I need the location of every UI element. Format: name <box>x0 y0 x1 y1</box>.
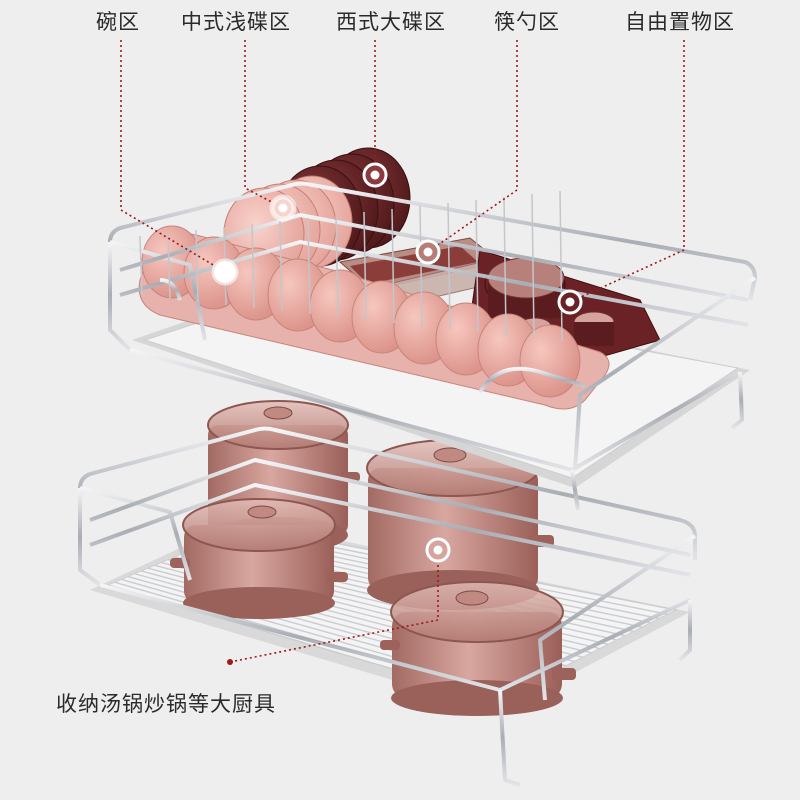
basket-wire <box>503 196 507 336</box>
leader-lines <box>120 40 685 663</box>
lower-basket-frame <box>78 426 697 787</box>
leader-line-chopstick <box>427 40 518 253</box>
basket-wire <box>335 214 339 318</box>
basket-wire <box>475 199 479 333</box>
marker-cookware <box>425 537 451 563</box>
label-chinese-plate-zone: 中式浅碟区 <box>181 10 291 34</box>
marker-western-plate <box>362 162 388 188</box>
basket-wire <box>391 208 395 324</box>
basket-wire <box>363 211 367 321</box>
bowl <box>519 324 581 398</box>
marker-free-storage <box>557 289 583 315</box>
basket-wire <box>251 223 255 309</box>
marker-cookware-end <box>227 659 233 665</box>
basket-wire <box>447 202 451 330</box>
marker-chinese-plate <box>269 194 297 222</box>
leader-line-cookware <box>229 550 439 663</box>
basket-wire <box>419 205 423 327</box>
label-chopstick-zone: 筷勺区 <box>494 10 560 34</box>
label-bowl-zone: 碗区 <box>96 10 140 34</box>
basket-wire <box>531 193 535 339</box>
basket-wire <box>195 229 199 303</box>
marker-chopstick <box>415 239 441 265</box>
basket-wire <box>279 220 283 312</box>
upper-basket-frame <box>108 181 757 511</box>
upper-basket-grid <box>139 190 563 342</box>
basket-wire <box>167 232 171 300</box>
marker-dots <box>211 162 583 665</box>
label-western-plate-zone: 西式大碟区 <box>336 10 446 34</box>
bowls <box>141 225 581 398</box>
basket-wire <box>139 235 143 297</box>
basket-wire <box>307 217 311 315</box>
marker-bowl <box>211 258 239 286</box>
label-free-storage-zone: 自由置物区 <box>625 10 735 34</box>
pot-front-left <box>170 498 348 619</box>
leader-line-free-storage <box>569 40 685 303</box>
leader-line-bowl <box>120 40 226 273</box>
pot-front-right <box>380 581 576 716</box>
basket-wire <box>559 190 563 342</box>
label-cookware-caption: 收纳汤锅炒锅等大厨具 <box>56 692 276 716</box>
leader-line-chinese-plate <box>244 40 284 209</box>
